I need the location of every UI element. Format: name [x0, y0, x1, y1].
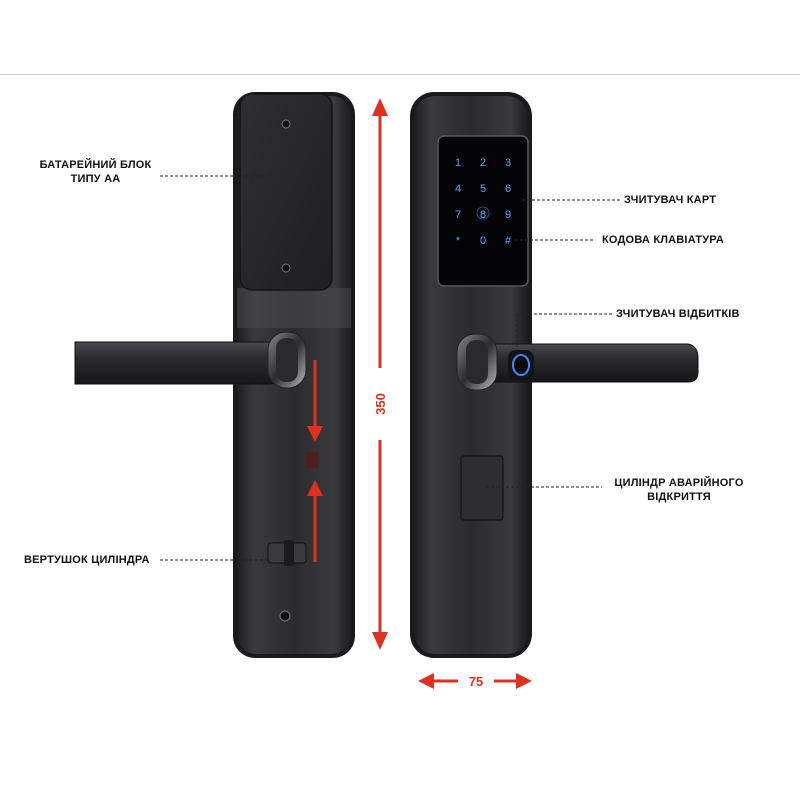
battery-screw-bottom	[281, 263, 291, 273]
keypad-key-4: 4	[455, 183, 461, 195]
battery-screw-top	[281, 119, 291, 129]
front-handle-spindle	[466, 340, 488, 384]
leader-lines	[160, 175, 620, 561]
thumbturn-label: ВЕРТУШОК ЦИЛІНДРА	[24, 554, 150, 566]
width-arrow-left-head	[418, 673, 434, 689]
fingerprint-label: ЗЧИТУВАЧ ВІДБИТКІВ	[616, 308, 740, 320]
keypad-key-8: 8	[480, 209, 486, 221]
keypad-key-hash: #	[505, 235, 512, 247]
fingerprint-ring	[512, 354, 530, 376]
height-arrow-top-head	[372, 98, 388, 116]
keypad-key-9: 9	[505, 209, 511, 221]
card-reader-zone-icon	[476, 206, 490, 220]
battery-label: БАТАРЕЙНИЙ БЛОК ТИПУ АА	[28, 158, 163, 186]
card-reader-label: ЗЧИТУВАЧ КАРТ	[624, 194, 717, 206]
battery-cover	[239, 93, 333, 291]
back-panel-band	[237, 288, 351, 328]
height-dimension: 350	[372, 98, 388, 650]
keypad-key-0: 0	[480, 235, 486, 247]
back-arrow-up-head	[307, 480, 323, 496]
battery-label-line2: ТИПУ АА	[70, 173, 121, 185]
width-dimension: 75	[418, 673, 532, 689]
keypad-key-1: 1	[455, 157, 461, 169]
thumbturn-grip	[284, 540, 294, 566]
keypad-key-star: *	[456, 235, 461, 247]
height-value: 350	[373, 393, 388, 415]
width-value: 75	[469, 674, 483, 689]
front-panel: 1 2 3 4 5 6 7 8 9 * 0 #	[410, 92, 699, 658]
keypad-key-5: 5	[480, 183, 486, 195]
width-arrow-right-head	[516, 673, 532, 689]
back-panel-screw	[279, 610, 291, 622]
emergency-cylinder-label: ЦИЛІНДР АВАРІЙНОГО ВІДКРИТТЯ	[604, 476, 754, 504]
height-arrow-bottom-head	[372, 632, 388, 650]
top-divider-line	[0, 74, 800, 75]
back-panel	[74, 92, 355, 658]
keypad-key-6: 6	[505, 183, 511, 195]
keypad-key-7: 7	[455, 209, 461, 221]
keypad-key-2: 2	[480, 157, 486, 169]
keypad-glass	[437, 135, 529, 287]
keypad-key-3: 3	[505, 157, 511, 169]
emergency-cylinder-cover	[460, 455, 504, 521]
emergency-label-line1: ЦИЛІНДР АВАРІЙНОГО	[614, 477, 744, 489]
back-panel-marking	[306, 452, 318, 468]
back-arrow-down-head	[307, 426, 323, 442]
keypad-grid: 1 2 3 4 5 6 7 8 9 * 0 #	[455, 157, 512, 247]
front-handle-lever	[469, 343, 699, 383]
keypad-label: КОДОВА КЛАВІАТУРА	[602, 234, 724, 246]
emergency-label-line2: ВІДКРИТТЯ	[647, 491, 711, 503]
back-handle-lever	[74, 341, 286, 385]
leader-fingerprint	[516, 313, 612, 352]
back-handle-spindle	[276, 338, 298, 382]
battery-label-line1: БАТАРЕЙНИЙ БЛОК	[39, 159, 152, 171]
